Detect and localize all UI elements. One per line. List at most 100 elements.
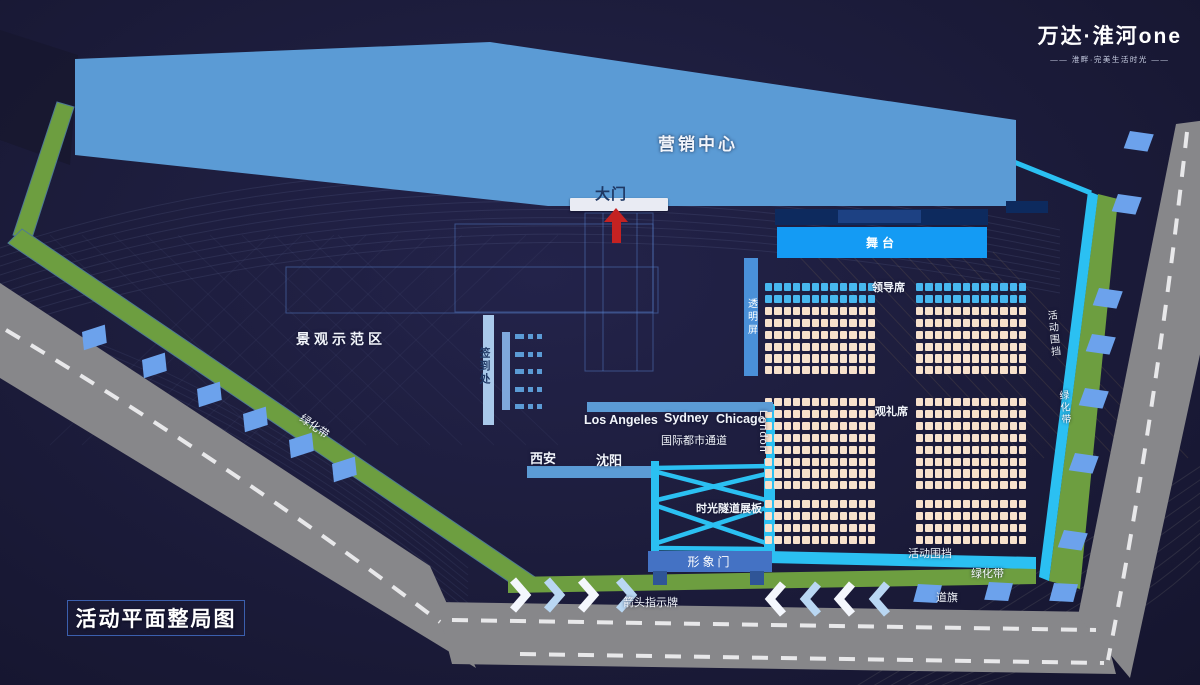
ceremony-seats-label: 观礼席 (875, 406, 908, 418)
sign-in-desk (537, 386, 542, 392)
decor-line (337, 234, 559, 446)
transparent-screen-label: 透明屏 (745, 297, 757, 337)
direction-chevron-left (764, 581, 787, 617)
image-gate: 形象门 (648, 551, 772, 585)
road-flag (243, 406, 268, 433)
decor-line (273, 234, 495, 446)
fence-top-right-link (1013, 159, 1092, 196)
transparent-screen-bar: 透明屏 (744, 258, 758, 376)
leader-seats-label: 领导席 (872, 282, 905, 294)
marketing-center-building (75, 42, 1016, 206)
sign-in-desk (515, 404, 524, 410)
sign-in-desk (528, 386, 533, 392)
brand-logo-text: 万达·淮河one (1037, 25, 1182, 48)
road-flags-group (82, 131, 1154, 604)
city-los-angeles: Los Angeles (584, 413, 658, 427)
road-dash-left (4, 328, 442, 624)
direction-chevron-left (799, 581, 822, 617)
green-belt-bottom (508, 568, 1036, 593)
direction-chevron-right (577, 577, 600, 613)
direction-chevron-right (615, 577, 638, 613)
road-flag (1078, 388, 1109, 409)
decor-line (177, 234, 399, 446)
brand-logo-tagline: —— 淮畔·完美生活时光 —— (1050, 55, 1170, 64)
city-corridor-bar-bottom (527, 466, 651, 478)
gate-arrow-head (604, 208, 628, 222)
decor-line (273, 234, 495, 446)
green-belt-right-label: 绿化带 (1056, 389, 1071, 427)
roads (0, 120, 1200, 678)
road-flag (142, 352, 167, 379)
event-fences (766, 159, 1098, 581)
image-gate-label: 形象门 (687, 555, 733, 569)
sign-in-desk (515, 369, 524, 375)
decor-line (337, 234, 559, 446)
direction-chevron-left (868, 581, 891, 617)
road-flag (1092, 288, 1123, 309)
city-sydney: Sydney (664, 411, 709, 425)
decor-line (145, 234, 367, 446)
decor-line (0, 241, 1061, 330)
sign-in-desk (515, 386, 524, 392)
road-dash-right (1106, 131, 1189, 661)
road-flag (82, 324, 107, 351)
stage-label: 舞台 (865, 236, 898, 250)
sign-in-desk (537, 404, 542, 410)
road-flag (1068, 453, 1099, 474)
sign-in-desk (515, 334, 524, 339)
decor-line (177, 234, 399, 446)
road-flag (984, 582, 1013, 602)
road-flag (1085, 334, 1116, 355)
decor-line (209, 234, 431, 446)
decor-line (209, 234, 431, 446)
road-flag (913, 584, 942, 604)
sign-in-desk (515, 351, 524, 357)
road-flag (1049, 583, 1078, 603)
road-flag (1123, 131, 1154, 152)
fence-bottom (767, 551, 1036, 569)
arrow-signs-label: 箭头指示牌 (623, 597, 678, 609)
decor-line (830, 251, 1027, 459)
direction-chevron-right (509, 577, 532, 613)
image-gate-leg (750, 571, 764, 585)
stage-platform: 舞台 (777, 227, 987, 258)
gate-arrow-shaft (611, 221, 621, 243)
main-gate-bar (570, 198, 668, 211)
sign-in-desk (537, 369, 542, 375)
city-corridor-bar-top (587, 402, 773, 412)
road-flag (1111, 194, 1142, 215)
direction-chevron-left (833, 581, 856, 617)
decor-line (938, 251, 1135, 459)
gate-arrow-icon (604, 208, 628, 243)
decor-line (241, 234, 463, 446)
sign-in-desk (537, 351, 542, 357)
city-chicago: Chicago (716, 412, 766, 426)
image-gate-leg (653, 571, 667, 585)
intl-corridor-label: 国际都市通道 (661, 435, 727, 447)
city-london: London (757, 410, 769, 453)
main-gate-label: 大门 (595, 186, 628, 203)
landscape-area-label: 景观示范区 (296, 331, 386, 347)
sign-in-desk-column (502, 332, 510, 410)
decor-line (305, 234, 527, 446)
dark-wedge (0, 30, 78, 165)
sign-in-desk (528, 369, 533, 375)
direction-chevron-right (543, 577, 566, 613)
sign-in-desk (528, 351, 533, 357)
city-shenyang: 沈阳 (596, 453, 623, 468)
sign-in-desk (528, 404, 533, 410)
sign-in-label: 签到处 (478, 347, 490, 386)
road-right (1078, 120, 1200, 678)
road-dash-bottom-2 (519, 652, 1105, 665)
stage-backdrop (775, 201, 1048, 225)
sign-in-desk (528, 334, 533, 339)
road-dash-bottom-1 (451, 618, 1097, 632)
road-flags-label: 道旗 (936, 592, 958, 604)
road-flag (1057, 530, 1088, 551)
road-flag (197, 381, 222, 408)
road-flag (289, 432, 314, 459)
sign-in-desk (537, 334, 542, 339)
page-title: 活动平面整局图 (67, 600, 245, 636)
